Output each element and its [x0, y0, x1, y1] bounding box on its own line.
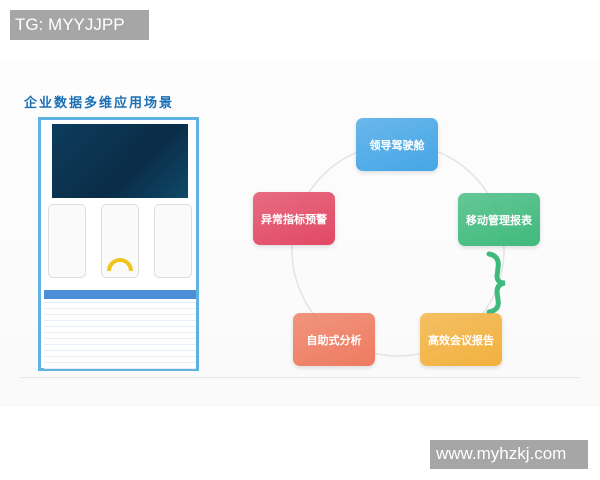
phone-preview-table	[154, 204, 192, 278]
watermark-top: TG: MYYJJPP	[10, 10, 149, 40]
phone-preview-form	[48, 204, 86, 278]
dashboard-preview	[52, 124, 188, 198]
node-anomaly-alert: 异常指标预警	[253, 192, 335, 245]
node-self-service-analysis: 自助式分析	[293, 313, 375, 366]
watermark-bottom: www.myhzkj.com	[430, 440, 588, 469]
phone-preview-chart	[101, 204, 139, 278]
node-label: 高效会议报告	[428, 333, 494, 347]
dashboard-screenshot-image	[38, 117, 199, 371]
node-label: 异常指标预警	[261, 212, 327, 226]
node-mobile-reports: 移动管理报表	[458, 193, 540, 246]
node-meeting-report: 高效会议报告	[420, 313, 502, 366]
divider	[20, 377, 580, 378]
node-leader-cockpit: 领导驾驶舱	[356, 118, 438, 171]
node-label: 领导驾驶舱	[369, 138, 425, 152]
bracket-icon	[486, 251, 506, 315]
page-title: 企业数据多维应用场景	[24, 96, 175, 111]
node-label: 移动管理报表	[466, 213, 532, 227]
node-label: 自助式分析	[306, 333, 362, 347]
form-preview	[44, 285, 196, 369]
